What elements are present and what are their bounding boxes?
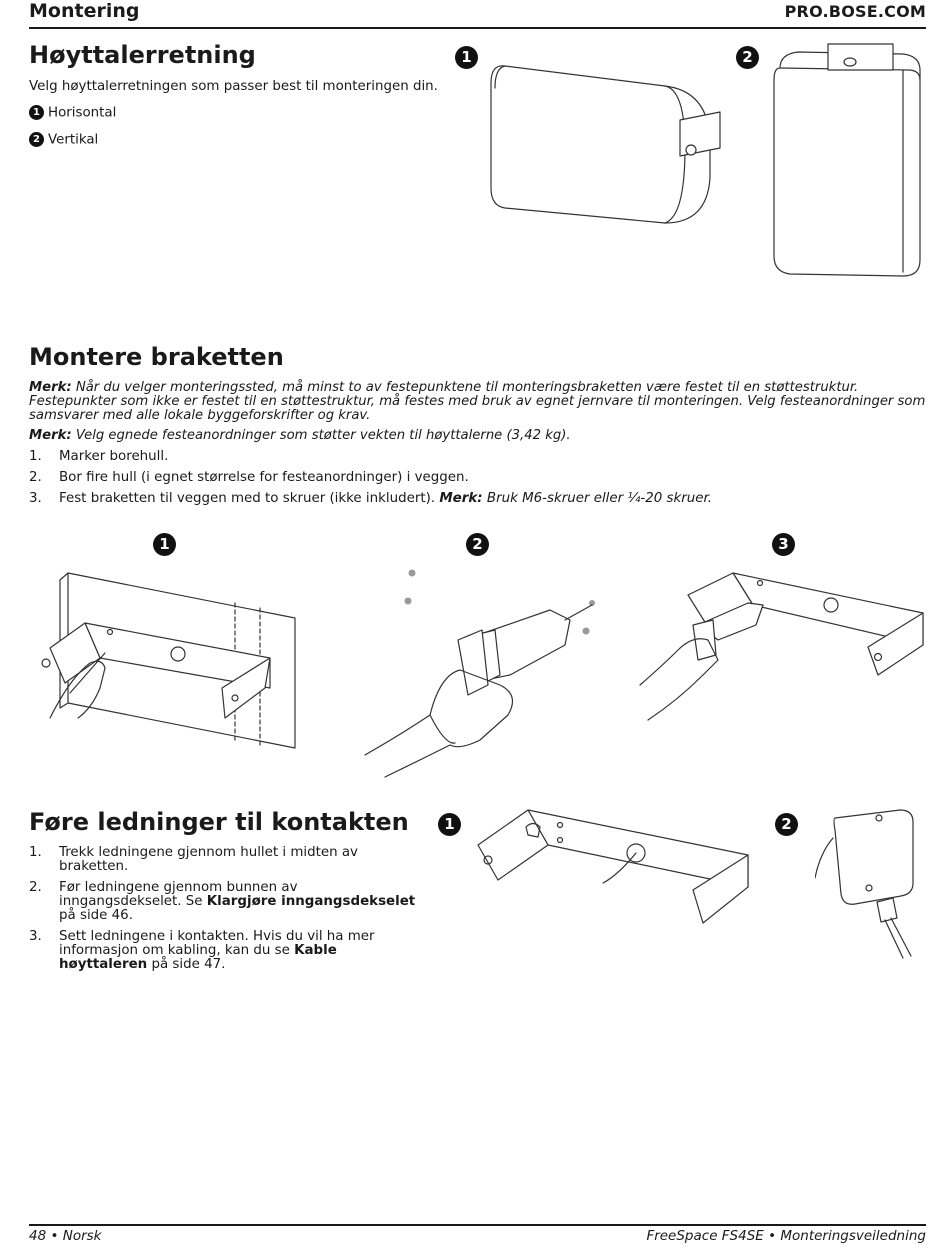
figure-badge-3: 3 [772, 533, 795, 556]
note-weight: Merk: Velg egnede festeanordninger som s… [29, 429, 571, 443]
mount-bracket-heading: Montere braketten [29, 343, 284, 371]
note-label: Merk: [29, 428, 72, 443]
cross-reference: Kable høyttaleren [59, 943, 337, 972]
option-label: Horisontal [48, 105, 117, 121]
document-title: FreeSpace FS4SE • Monteringsveiledning [646, 1228, 926, 1244]
list-item: 3.Fest braketten til veggen med to skrue… [29, 491, 712, 506]
section-title: Montering [29, 0, 140, 22]
list-item: 3.Sett ledningene i kontakten. Hvis du v… [29, 929, 375, 972]
option-vertical: 2 Vertikal [29, 132, 98, 149]
figure-badge-1: 1 [455, 46, 478, 69]
vertical-speaker-illustration [773, 43, 921, 277]
note-label: Merk: [29, 380, 72, 395]
list-item: 2.Bor fire hull (i egnet størrelse for f… [29, 470, 469, 485]
drill-holes-illustration [364, 569, 595, 778]
speaker-direction-heading: Høyttalerretning [29, 41, 256, 69]
header-rule [29, 27, 926, 29]
option-label: Vertikal [48, 132, 99, 148]
figure-badge-2: 2 [466, 533, 489, 556]
figure-badge-2: 2 [775, 813, 798, 836]
footer-rule [29, 1224, 926, 1226]
note-mounting-points: Merk: Når du velger monteringssted, må m… [29, 381, 926, 423]
note-text: Velg egnede festeanordninger som støtter… [75, 428, 571, 443]
site-url: PRO.BOSE.COM [784, 2, 926, 21]
figure-badge-1: 1 [153, 533, 176, 556]
route-steps-list: 1.Trekk ledningene gjennom hullet i midt… [29, 846, 424, 979]
page-number: 48 • Norsk [29, 1228, 102, 1244]
list-item: 1.Marker borehull. [29, 449, 169, 464]
cross-reference: Klargjøre inngangsdekselet [206, 894, 416, 909]
mark-holes-illustration [41, 572, 296, 749]
list-item: 1.Trekk ledningene gjennom hullet i midt… [29, 845, 358, 874]
bracket-wire-illustration [477, 809, 749, 924]
fasten-bracket-illustration [639, 572, 924, 721]
list-item: 2.Før ledningene gjennom bunnen av innga… [29, 880, 416, 923]
figure-badge-1: 1 [438, 813, 461, 836]
number-badge: 2 [29, 132, 44, 147]
speaker-direction-intro: Velg høyttalerretningen som passer best … [29, 79, 438, 94]
horizontal-speaker-illustration [490, 65, 721, 224]
route-wires-heading: Føre ledninger til kontakten [29, 808, 409, 836]
note-text: Når du velger monteringssted, må minst t… [29, 380, 926, 423]
figure-badge-2: 2 [736, 46, 759, 69]
number-badge: 1 [29, 105, 44, 120]
option-horizontal: 1 Horisontal [29, 105, 116, 122]
input-cover-illustration [815, 809, 914, 959]
mount-steps-list: 1.Marker borehull. 2.Bor fire hull (i eg… [29, 450, 909, 513]
